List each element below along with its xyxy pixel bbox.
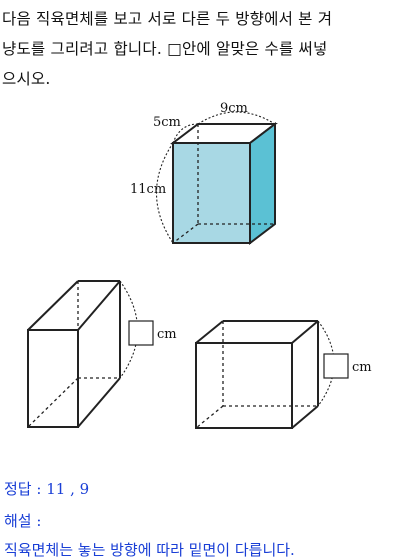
question-line-2: 냥도를 그리려고 합니다. □안에 알맞은 수를 써넣 bbox=[2, 40, 328, 58]
explanation-line: 해설 : bbox=[4, 510, 41, 531]
question-text: 다음 직육면체를 보고 서로 다른 두 방향에서 본 겨 냥도를 그리려고 합니… bbox=[2, 4, 398, 94]
answer-box-left[interactable] bbox=[128, 320, 154, 346]
front-face bbox=[27, 329, 79, 428]
top-edge bbox=[291, 320, 319, 344]
front-face bbox=[195, 342, 293, 429]
cuboid-front-face bbox=[172, 142, 251, 244]
hidden-edge bbox=[172, 223, 199, 244]
cuboid-view-lying: cm bbox=[195, 320, 372, 429]
answer-values: 11 , 9 bbox=[46, 480, 90, 498]
side-edge bbox=[291, 405, 319, 429]
answer-separator: : bbox=[36, 480, 42, 498]
cuboid-side-face bbox=[249, 121, 276, 246]
explanation-label: 해설 bbox=[4, 512, 32, 530]
explanation-text: 직육면체는 놓는 방향에 따라 밑면이 다릅니다. bbox=[4, 541, 295, 559]
top-edge bbox=[195, 320, 224, 344]
label-width: 9cm bbox=[220, 101, 248, 116]
answer-line: 정답 : 11 , 9 bbox=[4, 478, 89, 499]
side-edge bbox=[77, 377, 121, 428]
dimension-arc-height bbox=[156, 142, 174, 244]
dimension-arc-width bbox=[197, 111, 276, 125]
question-line-1: 다음 직육면체를 보고 서로 다른 두 방향에서 본 겨 bbox=[2, 10, 333, 28]
answer-label: 정답 bbox=[4, 480, 32, 498]
dimension-arc-depth bbox=[172, 123, 199, 144]
unit-label-right: cm bbox=[352, 360, 372, 375]
cuboid-figures: 5cm 9cm 11cm cm cm bbox=[27, 101, 372, 429]
answer-box-right[interactable] bbox=[323, 353, 349, 379]
cuboid-view-standing: cm bbox=[27, 280, 177, 428]
label-depth: 5cm bbox=[153, 115, 181, 130]
unit-label-left: cm bbox=[157, 327, 177, 342]
hidden-edge bbox=[27, 377, 79, 428]
colored-cuboid: 5cm 9cm 11cm bbox=[130, 101, 278, 246]
explanation-separator: : bbox=[36, 512, 42, 530]
hidden-edge bbox=[195, 405, 224, 429]
question-line-3: 으시오. bbox=[2, 70, 51, 88]
top-edge bbox=[27, 280, 79, 331]
label-height: 11cm bbox=[130, 182, 166, 197]
top-edge bbox=[77, 280, 121, 331]
